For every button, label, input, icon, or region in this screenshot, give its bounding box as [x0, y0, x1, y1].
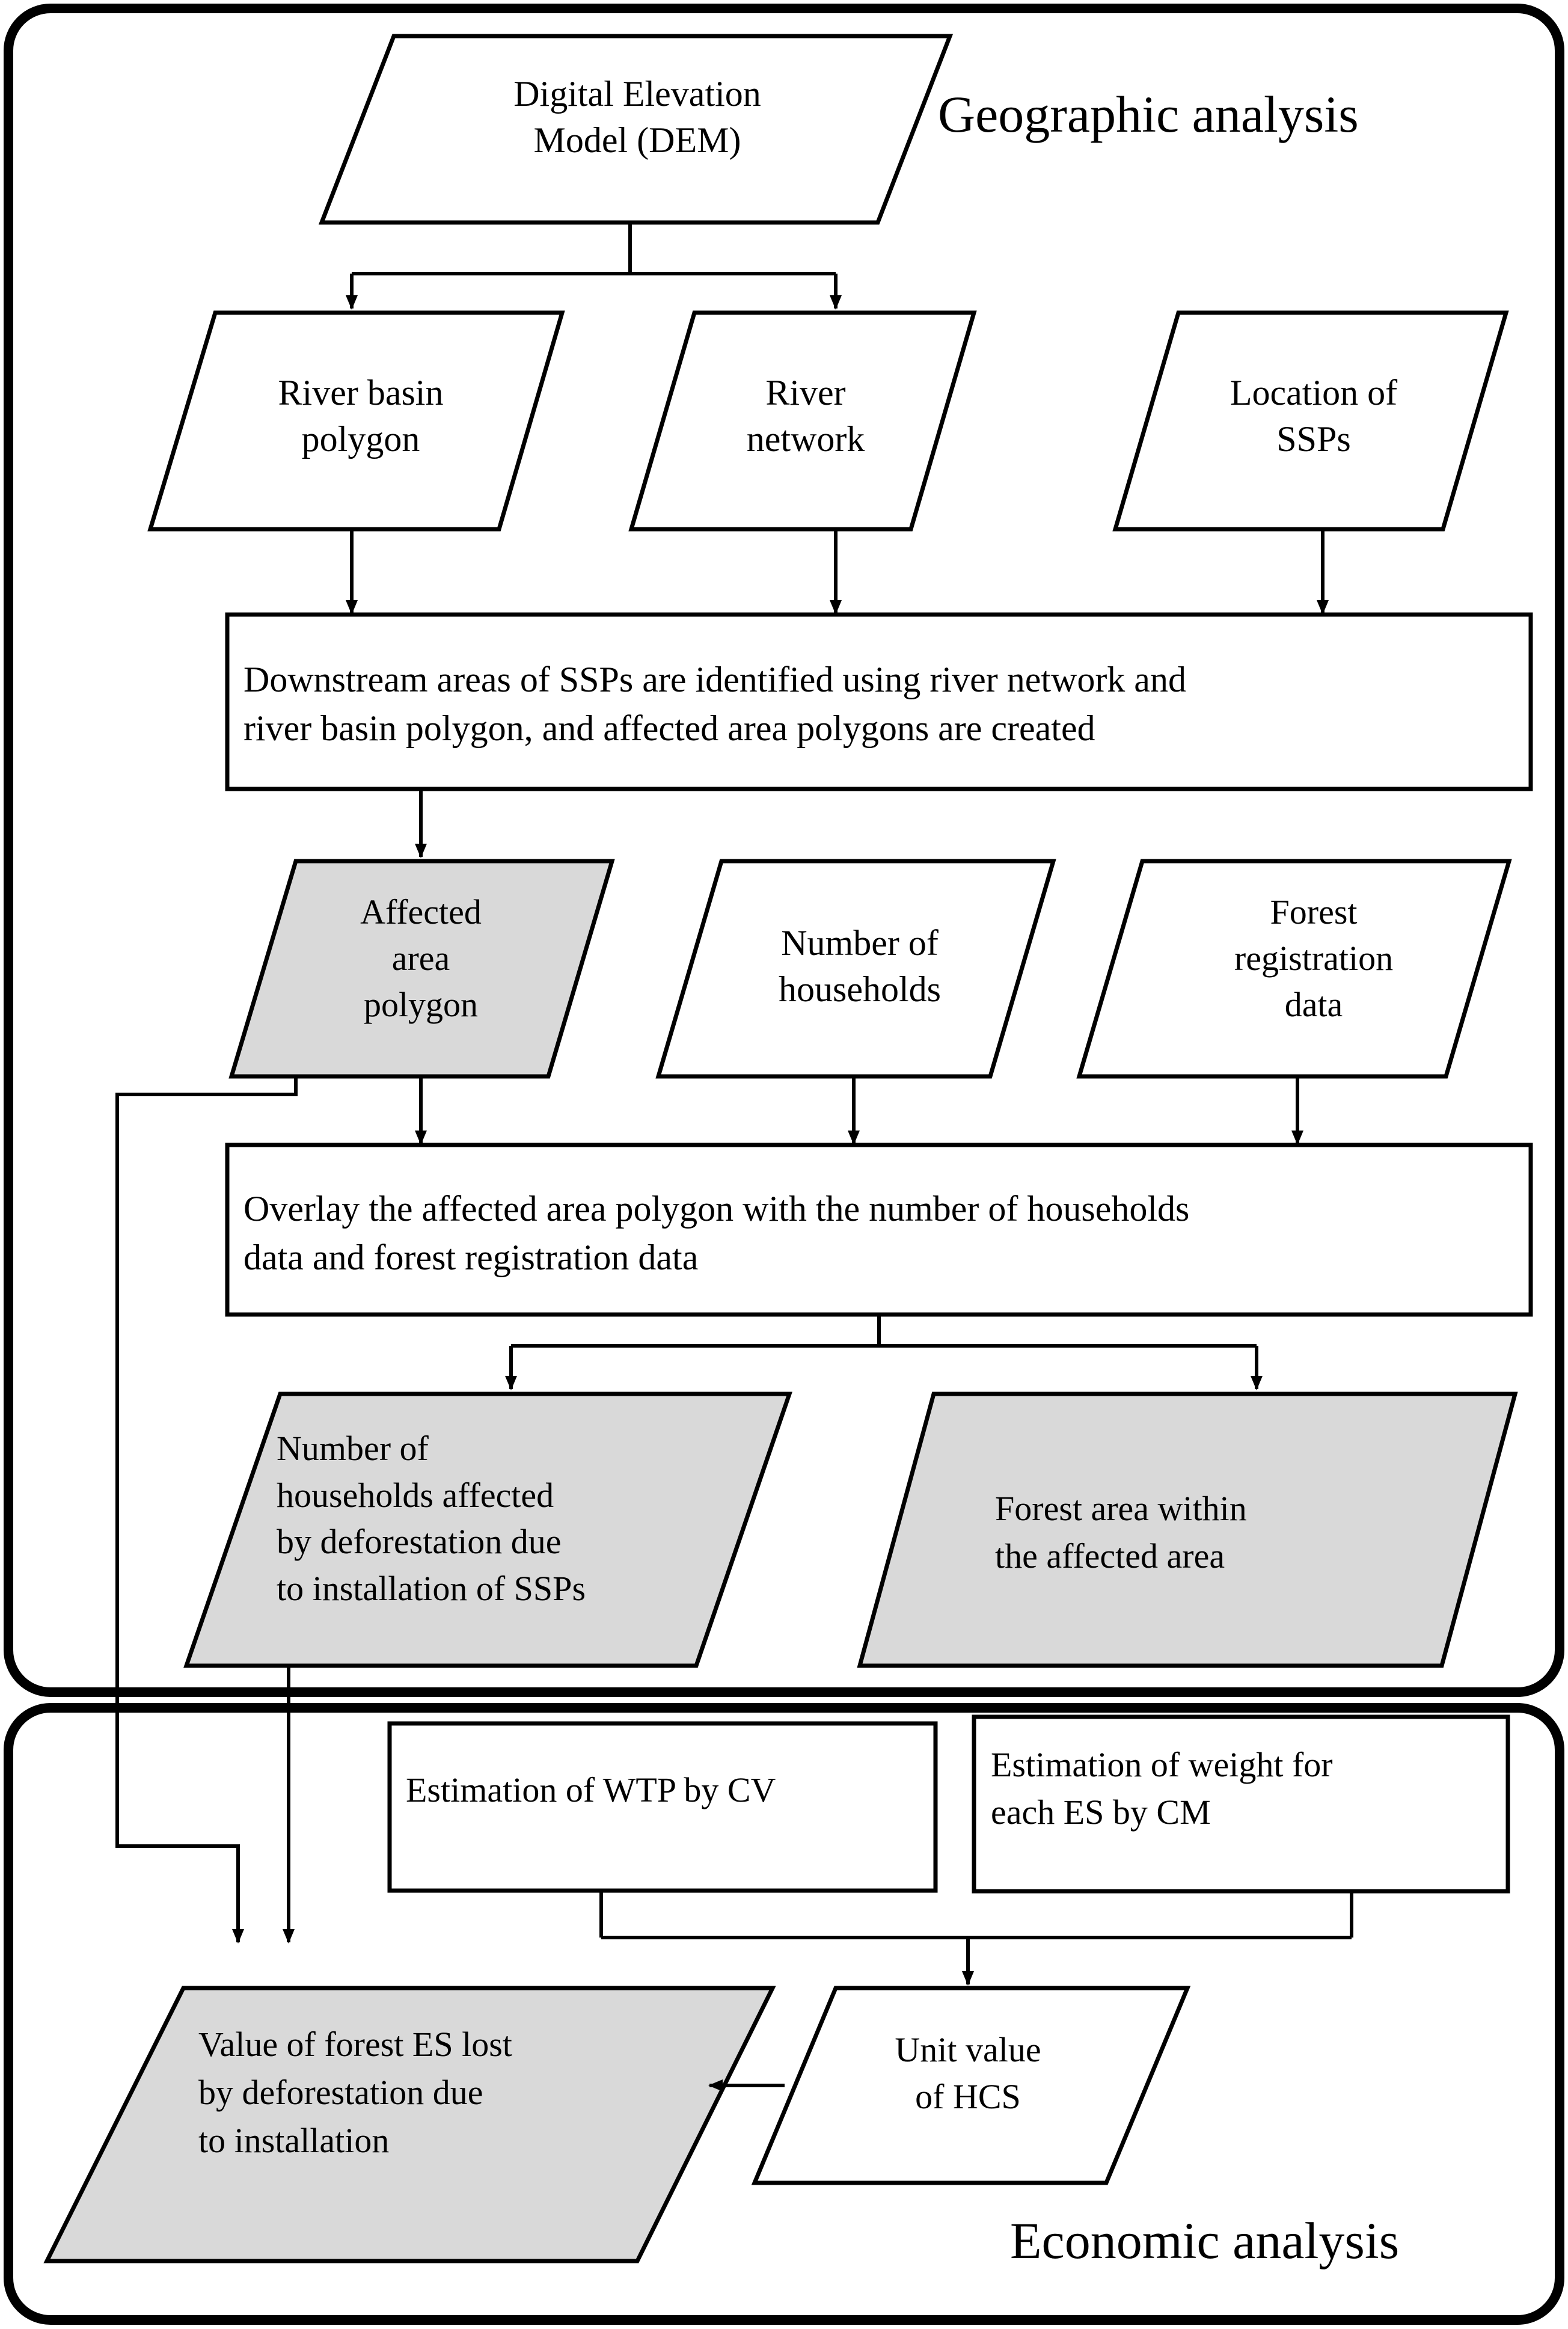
node-num-households-shape [655, 859, 1056, 1079]
node-households-affected-shape [183, 1392, 792, 1668]
node-unit-hcs-shape [751, 1986, 1191, 2185]
panel-label-economic: Economic analysis [1010, 2212, 1400, 2269]
node-value-lost-shape [43, 1986, 776, 2263]
panel-geographic-frame [4, 4, 1564, 1697]
node-location-ssps-shape [1112, 310, 1509, 532]
panel-economic-frame [4, 1703, 1564, 2325]
node-dem-shape [318, 34, 954, 225]
node-process-overlay-shape [225, 1143, 1533, 1317]
node-river-basin-shape [147, 310, 565, 532]
node-weight-cm-shape [972, 1714, 1510, 1894]
node-forest-reg-shape [1076, 859, 1512, 1079]
panel-label-geographic: Geographic analysis [938, 85, 1359, 143]
node-affected-area-shape [228, 859, 615, 1079]
node-forest-area-shape [857, 1392, 1518, 1668]
node-river-network-shape [628, 310, 977, 532]
node-process-downstream-shape [225, 612, 1533, 791]
node-wtp-cv-shape [387, 1721, 938, 1893]
